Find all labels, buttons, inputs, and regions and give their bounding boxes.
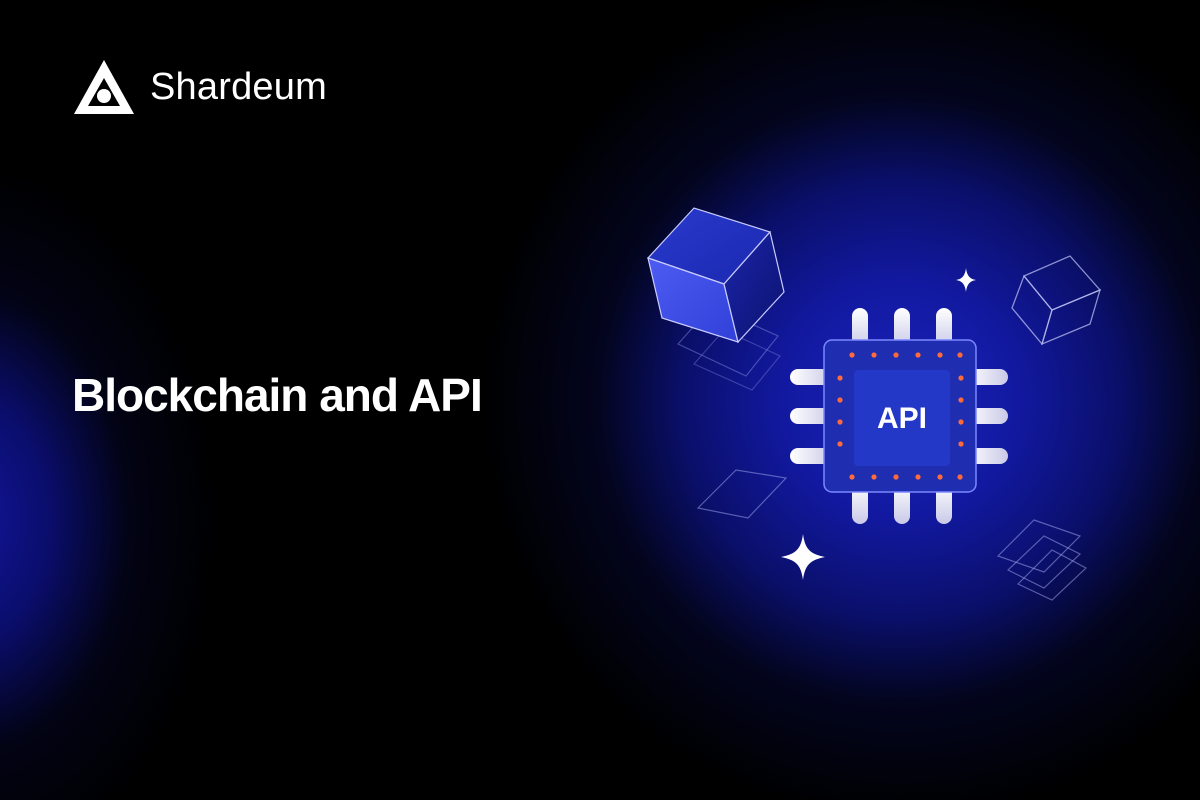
layer-plane-icon <box>996 519 1088 601</box>
page-title: Blockchain and API <box>72 369 483 421</box>
chip-label: API <box>877 402 927 435</box>
wireframe-cube-icon <box>1011 255 1102 346</box>
shardeum-triangle-logo-icon <box>74 60 134 114</box>
chip-icon: API <box>790 308 1008 524</box>
sparkle-icon <box>781 534 825 580</box>
cube-icon <box>646 207 785 391</box>
brand-name: Shardeum <box>150 66 327 108</box>
sparkle-icon <box>956 268 976 292</box>
layer-plane-icon <box>696 469 788 519</box>
brand-logo[interactable]: Shardeum <box>72 58 327 116</box>
